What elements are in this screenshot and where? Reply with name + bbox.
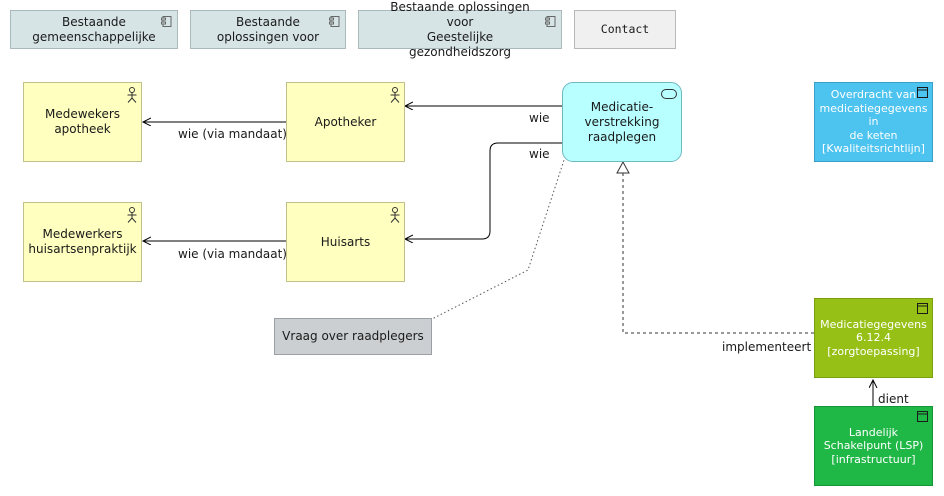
node-overdracht-medicatiegegevens[interactable]: Overdracht van medicatiegegevens in de k… [814, 82, 933, 162]
edge-note-service [429, 159, 565, 321]
artifact-icon [917, 87, 928, 98]
node-huisarts-label: Huisarts [320, 234, 371, 249]
tab-gemeenschappelijke-label: Bestaande gemeenschappelijke [32, 14, 156, 44]
tab-geestelijke-gezondheidszorg[interactable]: Bestaande oplossingen voor Geestelijke g… [358, 0, 562, 59]
tab-ggz-label: Bestaande oplossingen voor Geestelijke g… [390, 0, 530, 59]
node-medewerkers-huisartsenpraktijk[interactable]: Medewerkers huisartsenpraktijk [23, 202, 142, 282]
node-apotheker-label: Apotheker [314, 114, 377, 129]
node-medicatiegegevens-zorgtoepassing[interactable]: Medicatiegegevens 6.12.4 [zorgtoepassing… [814, 298, 933, 378]
edge-label-wie-1: wie [529, 111, 550, 125]
node-medewerkers-apotheek[interactable]: Medewekers apotheek [23, 82, 142, 162]
edge-label-mandaat-1: wie (via mandaat) [178, 127, 287, 141]
node-app-label: Medicatiegegevens 6.12.4 [zorgtoepassing… [820, 317, 927, 358]
node-service-label: Medicatie- verstrekking raadplegen [584, 99, 660, 144]
component-icon [545, 16, 556, 27]
node-note-label: Vraag over raadplegers [282, 329, 424, 343]
edge-label-implementeert: implementeert [722, 340, 812, 354]
edge-label-wie-2: wie [529, 147, 550, 161]
edge-wie-huisarts [405, 142, 562, 239]
node-medicatieverstrekking-raadplegen[interactable]: Medicatie- verstrekking raadplegen [562, 82, 682, 162]
node-medewerkers-huisarts-label: Medewerkers huisartsenpraktijk [28, 227, 137, 256]
service-icon [661, 89, 677, 99]
tab-gemeenschappelijke[interactable]: Bestaande gemeenschappelijke [10, 10, 178, 49]
artifact-icon [917, 411, 928, 422]
edge-label-mandaat-2: wie (via mandaat) [178, 247, 287, 261]
actor-icon [390, 207, 400, 223]
edge-label-dient: dient [878, 392, 909, 406]
edge-implementeert [622, 172, 814, 334]
node-apotheker[interactable]: Apotheker [286, 82, 405, 162]
node-infra-label: Landelijk Schakelpunt (LSP) [infrastruct… [823, 425, 924, 466]
node-medewerkers-apotheek-label: Medewekers apotheek [44, 107, 121, 136]
component-icon [161, 16, 172, 27]
tab-oplossingen-voor-label: Bestaande oplossingen voor [216, 14, 320, 44]
node-guideline-label: Overdracht van medicatiegegevens in de k… [819, 88, 928, 156]
component-icon [329, 16, 340, 27]
tab-oplossingen-voor[interactable]: Bestaande oplossingen voor [190, 10, 346, 49]
tab-contact[interactable]: Contact [574, 10, 676, 49]
actor-icon [127, 207, 137, 223]
actor-icon [390, 87, 400, 103]
realization-triangle [616, 160, 630, 174]
node-landelijk-schakelpunt[interactable]: Landelijk Schakelpunt (LSP) [infrastruct… [814, 406, 933, 486]
artifact-icon [917, 303, 928, 314]
node-huisarts[interactable]: Huisarts [286, 202, 405, 282]
actor-icon [127, 87, 137, 103]
tab-contact-label: Contact [600, 22, 650, 36]
node-vraag-over-raadplegers[interactable]: Vraag over raadplegers [274, 318, 432, 355]
